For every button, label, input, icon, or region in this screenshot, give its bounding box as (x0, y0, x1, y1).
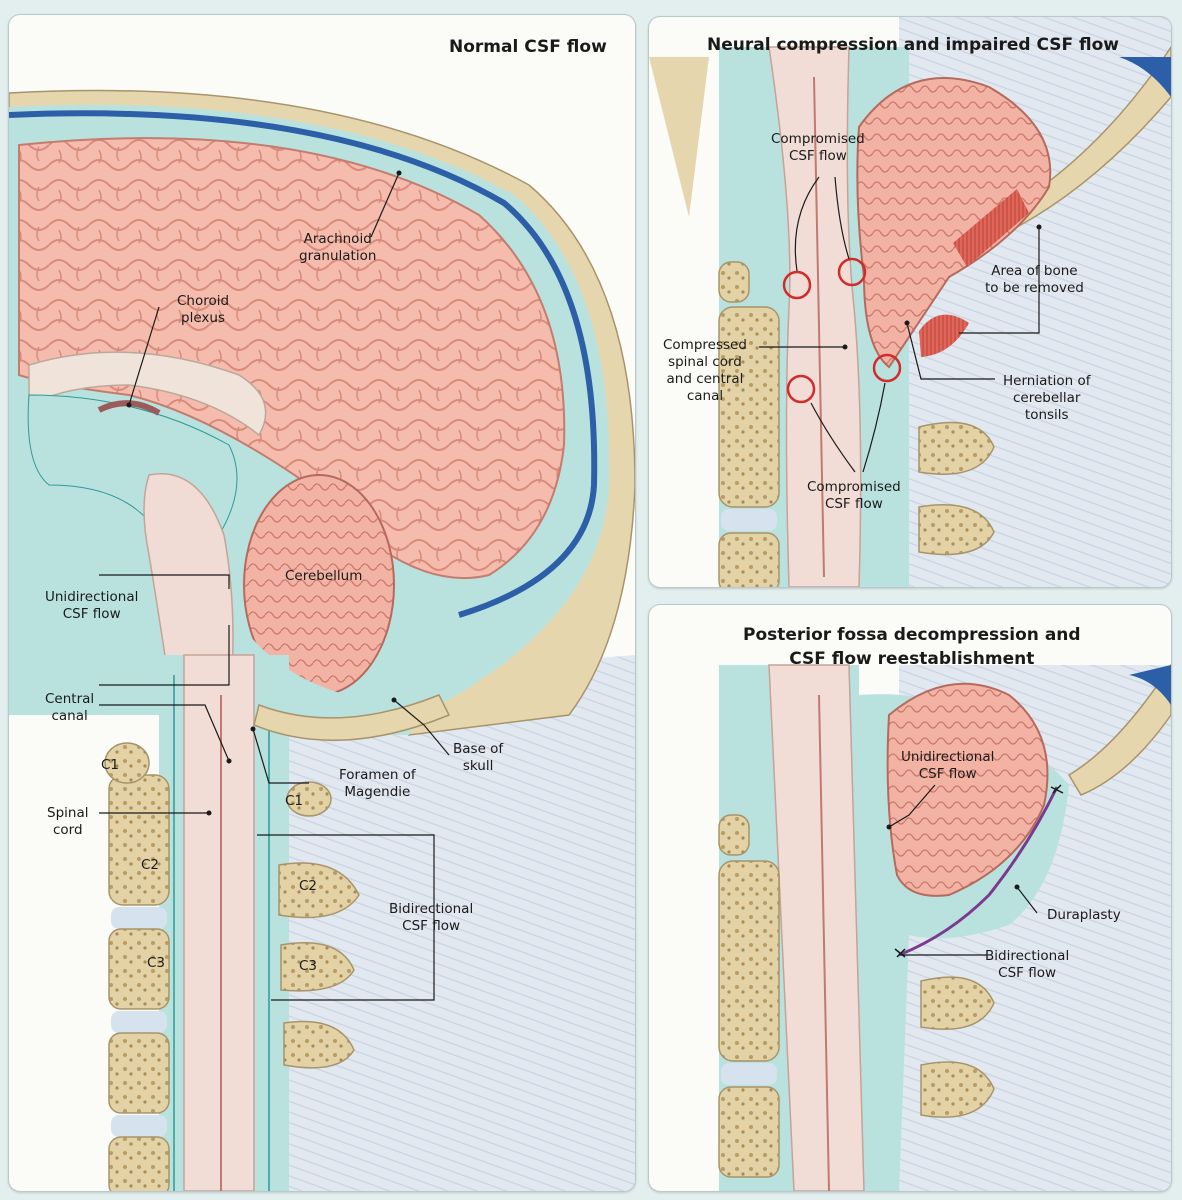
label-c3-anterior: C3 (147, 955, 166, 971)
cerebrum (18, 137, 566, 580)
label-duraplasty: Duraplasty (1047, 907, 1121, 923)
compression-anatomy-illustration (649, 17, 1171, 587)
dark-sinus (1129, 665, 1171, 705)
c2-spinous-process (920, 1061, 995, 1118)
occipital-bone-remaining (1067, 663, 1171, 796)
superior-sagittal-sinus (9, 110, 598, 618)
spinal-cord (183, 654, 255, 1191)
label-c2-posterior: C2 (299, 878, 318, 894)
label-c1-anterior: C1 (101, 757, 120, 773)
sutures (894, 784, 1064, 958)
corpus-callosum (28, 351, 267, 437)
c3-vertebra-body (718, 532, 780, 587)
c1-posterior-arch (286, 781, 332, 817)
leader-lines (888, 784, 1038, 956)
cerebellum-decompressed (886, 682, 1049, 897)
normal-anatomy-illustration (9, 89, 635, 1191)
c2-vertebra-body (718, 306, 780, 508)
panel-title: Posterior fossa decompression and CSF fl… (743, 625, 1081, 669)
duraplasty-graft (898, 786, 1059, 957)
c1-posterior-arch (918, 421, 995, 475)
c2-spinous-process (278, 862, 360, 919)
disc (721, 509, 777, 531)
leader-lines (759, 176, 1040, 473)
panel-posterior-fossa-decompression: Posterior fossa decompression and CSF fl… (648, 604, 1172, 1192)
vertebra-c3-body (108, 928, 170, 1010)
vertebra-c4-body (108, 1032, 170, 1114)
c3-vertebra-body (718, 1086, 780, 1178)
occipital-bone (253, 694, 451, 741)
c3-spinous-process (280, 942, 355, 992)
panel-title: Normal CSF flow (449, 37, 607, 57)
c1-anterior-arch (718, 814, 750, 856)
leader-dots (886, 824, 1020, 890)
c1-posterior-arch (920, 976, 995, 1030)
neck-muscle (259, 655, 635, 1191)
spinal-cord (768, 664, 865, 1191)
label-c3-posterior: C3 (299, 958, 318, 974)
spinal-cord-compressed (768, 46, 862, 587)
label-c1-posterior: C1 (285, 793, 304, 809)
c2-spinous-process (918, 504, 995, 556)
bone-to-remove-lower (919, 314, 969, 357)
c2-vertebra-body (718, 860, 780, 1062)
skull-bone (649, 57, 709, 217)
c4-spinous-process (283, 1020, 355, 1069)
central-canal (813, 76, 825, 578)
decompression-anatomy-illustration (718, 663, 1171, 1191)
disc-c4-c5 (111, 1115, 167, 1137)
vertebra-c1-anterior (104, 742, 150, 784)
dark-sinus (1119, 57, 1171, 97)
bone-to-remove-upper (953, 189, 1029, 267)
label-c2-anterior: C2 (141, 857, 160, 873)
panel-title: Neural compression and impaired CSF flow (707, 35, 1120, 55)
central-canal (818, 694, 830, 1191)
disc-c3-c4 (111, 1011, 167, 1033)
cisterna-magna (249, 635, 429, 735)
leader-lines (99, 172, 450, 1001)
panel-neural-compression: Neural compression and impaired CSF flow… (648, 16, 1172, 588)
disc-c2-c3 (111, 907, 167, 929)
leader-dots (126, 170, 402, 816)
vertebra-c2-body (108, 774, 170, 906)
disc (721, 1063, 777, 1085)
leader-dots (842, 224, 1042, 350)
c1-anterior-arch (718, 261, 750, 303)
compromised-flow-circles (782, 257, 902, 404)
label-cerebellum: Cerebellum (285, 568, 363, 584)
vertebra-c5-body (108, 1136, 170, 1191)
